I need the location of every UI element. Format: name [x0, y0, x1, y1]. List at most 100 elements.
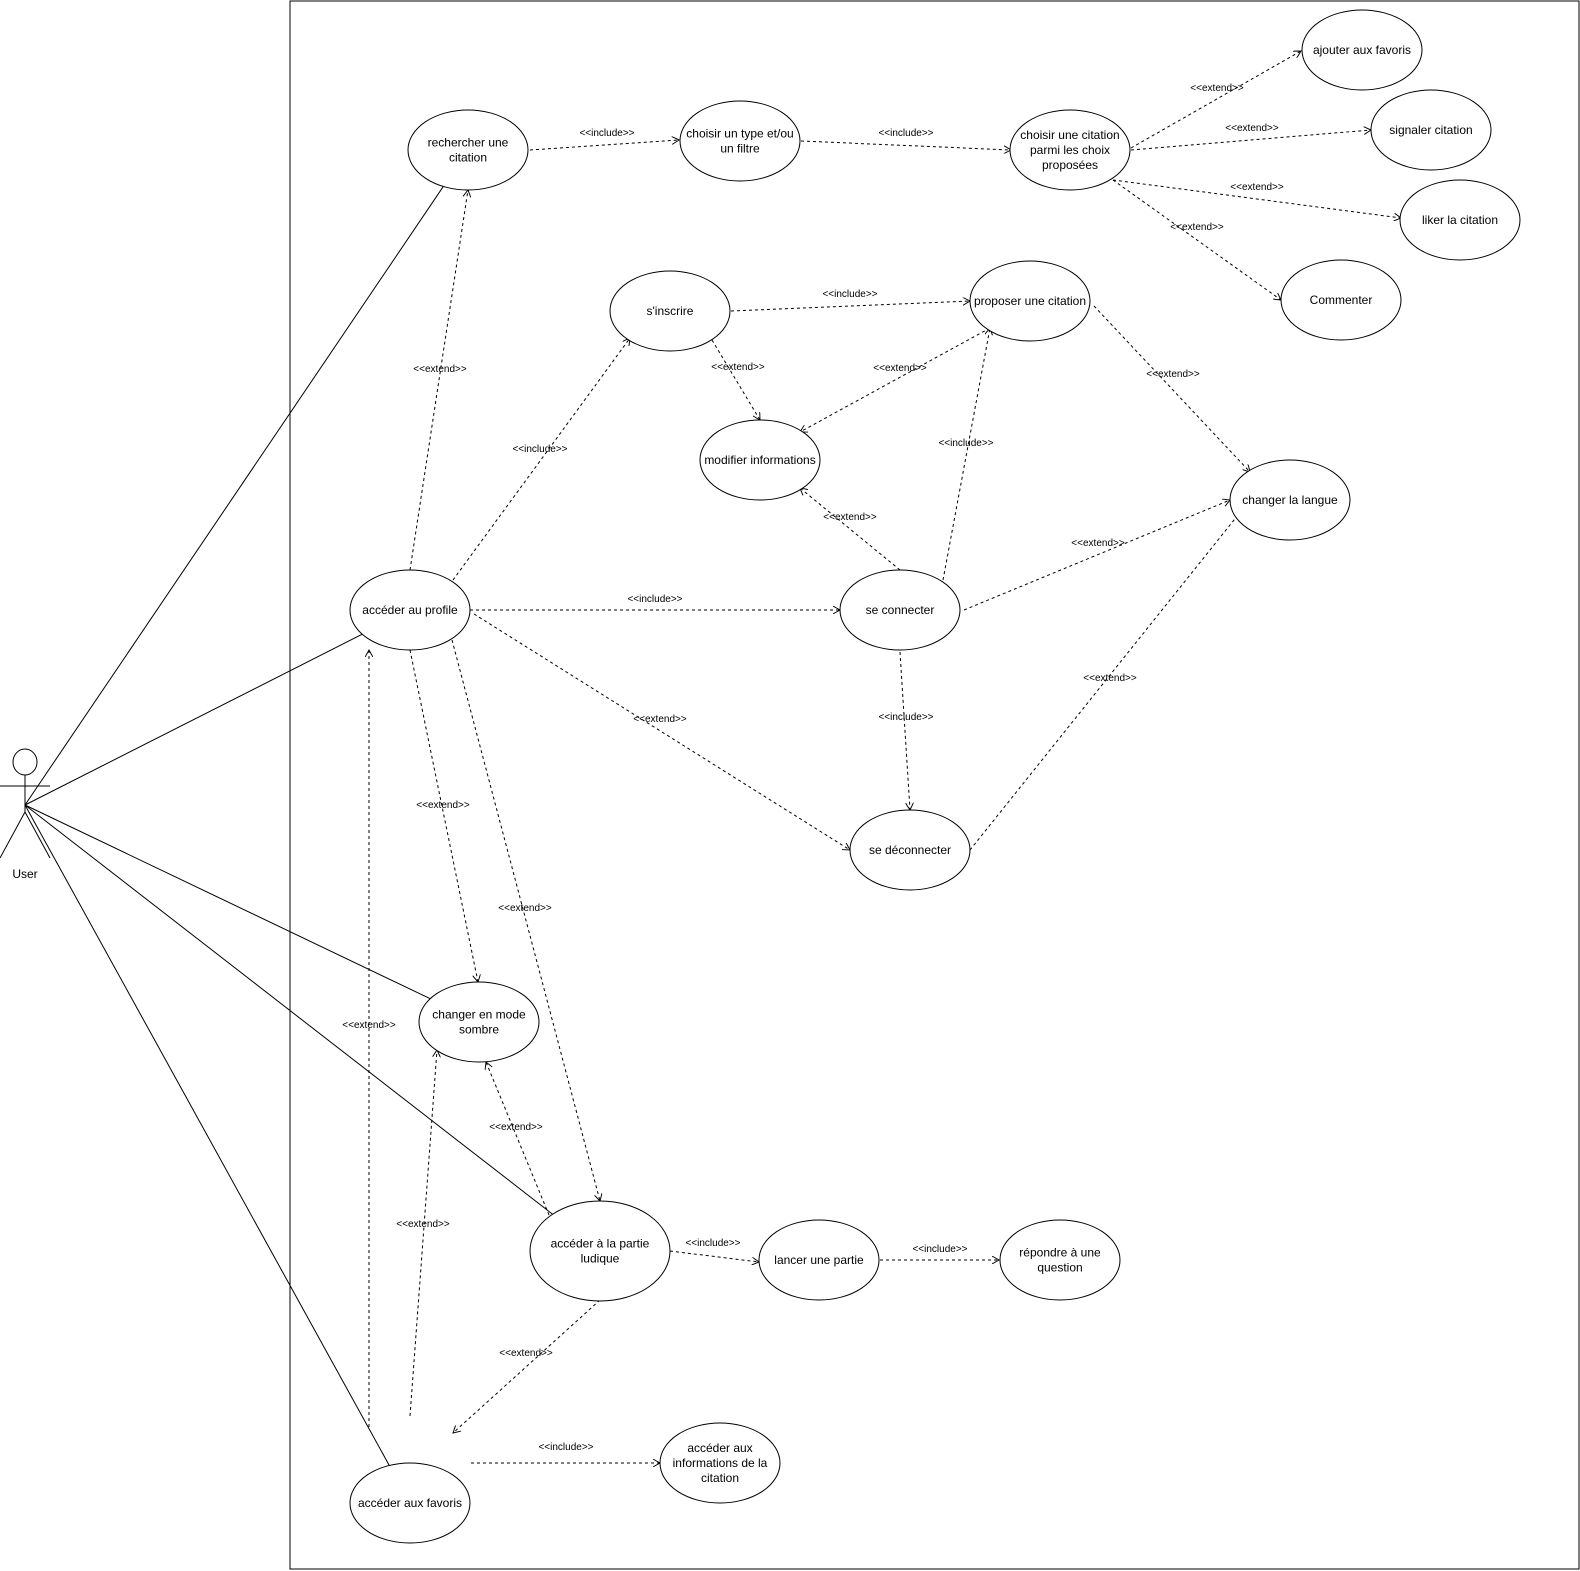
use-case-ellipse: [349, 1462, 471, 1544]
extend-label-profile-to-sombre: <<extend>>: [416, 800, 470, 811]
use-case-commenter[interactable]: Commenter: [1280, 259, 1402, 341]
use-case-label: modifier informations: [704, 453, 815, 467]
extend-arrow-connecter-to-modifier[interactable]: [800, 488, 901, 571]
include-label-inscrire-to-proposer: <<include>>: [822, 289, 877, 300]
extend-arrow-inscrire-to-modifier[interactable]: [711, 339, 760, 420]
extend-label-inscrire-to-modifier: <<extend>>: [711, 362, 765, 373]
include-arrow-connecter-to-proposer[interactable]: [942, 328, 990, 581]
use-case-label: citation: [449, 151, 487, 165]
use-case-ellipse: [999, 1219, 1121, 1301]
include-arrow-profile-to-inscrire[interactable]: [452, 338, 630, 581]
use-case-label: changer la langue: [1242, 493, 1338, 507]
use-case-lancer[interactable]: lancer une partie: [758, 1219, 880, 1301]
use-case-label: question: [1037, 1261, 1082, 1275]
use-case-label: changer en mode: [432, 1008, 526, 1022]
extend-label-connecter-to-modifier: <<extend>>: [823, 512, 877, 523]
association-layer: [24, 186, 553, 1466]
use-case-label: sombre: [459, 1023, 499, 1037]
include-arrow-choisir-type-to-choisir-citation[interactable]: [800, 140, 1011, 150]
use-case-label: signaler citation: [1389, 123, 1472, 137]
extend-arrow-favoris-to-sombre[interactable]: [409, 1050, 437, 1417]
extend-label-ludique-to-sombre: <<extend>>: [489, 1122, 543, 1133]
use-case-label: ludique: [581, 1252, 620, 1266]
extend-arrow-profile-to-sombre[interactable]: [409, 649, 478, 982]
use-case-proposer[interactable]: proposer une citation: [969, 260, 1091, 342]
use-case-ellipse: [659, 1422, 781, 1504]
use-case-label: rechercher une: [428, 136, 509, 150]
include-label-profile-to-inscrire: <<include>>: [512, 444, 567, 455]
use-case-label: parmi les choix: [1030, 143, 1110, 157]
include-label-favoris-to-infos: <<include>>: [538, 1442, 593, 1453]
extend-label-profile-to-deconnecter: <<extend>>: [633, 714, 687, 725]
extend-arrow-profile-to-ludique[interactable]: [451, 639, 600, 1201]
extend-label-choisir-citation-to-liker: <<extend>>: [1230, 182, 1284, 193]
extend-arrow-deconnecter-to-langue[interactable]: [969, 500, 1250, 851]
extend-label-proposer-to-langue: <<extend>>: [1146, 369, 1200, 380]
use-case-liker[interactable]: liker la citation: [1399, 179, 1521, 261]
use-case-ellipse: [1009, 109, 1131, 191]
use-case-ellipse: [679, 100, 801, 182]
extend-arrow-choisir-citation-to-ajouter-favoris[interactable]: [1130, 51, 1301, 149]
extend-label-profile-to-ludique: <<extend>>: [498, 903, 552, 914]
extend-arrow-ludique-to-sombre[interactable]: [486, 1062, 550, 1216]
include-arrow-connecter-to-deconnecter[interactable]: [899, 651, 910, 810]
extend-arrow-choisir-citation-to-liker[interactable]: [1112, 179, 1401, 218]
use-case-ellipse: [609, 270, 731, 352]
include-arrow-ludique-to-lancer[interactable]: [669, 1250, 759, 1262]
use-case-label: un filtre: [720, 142, 760, 156]
use-case-ellipse: [699, 419, 821, 501]
include-label-ludique-to-lancer: <<include>>: [685, 1238, 740, 1249]
extend-arrow-connecter-to-langue[interactable]: [963, 500, 1230, 611]
use-case-label: proposées: [1042, 158, 1098, 172]
use-case-deconnecter[interactable]: se déconnecter: [849, 809, 971, 891]
association-line-profile: [24, 633, 363, 806]
use-case-label: choisir une citation: [1020, 128, 1119, 142]
use-case-ellipse: [407, 109, 529, 191]
relation-layer: <<include>> <<include>> <<extend>> <<extend…: [342, 51, 1401, 1463]
include-label-choisir-type-to-choisir-citation: <<include>>: [878, 128, 933, 139]
use-case-ellipse: [969, 260, 1091, 342]
stick-figure-actor-icon: [0, 748, 51, 859]
include-arrow-inscrire-to-proposer[interactable]: [730, 301, 970, 312]
use-case-modifier[interactable]: modifier informations: [699, 419, 821, 501]
include-arrow-rechercher-to-choisir-type[interactable]: [529, 140, 679, 151]
use-case-favoris[interactable]: accéder aux favoris: [349, 1462, 471, 1544]
use-case-ajouter-favoris[interactable]: ajouter aux favoris: [1301, 9, 1423, 91]
extend-arrow-choisir-citation-to-commenter[interactable]: [1112, 179, 1281, 300]
extend-label-proposer-to-modifier: <<extend>>: [873, 363, 927, 374]
extend-arrow-proposer-to-modifier[interactable]: [800, 327, 991, 432]
use-case-profile[interactable]: accéder au profile: [349, 569, 471, 651]
include-label-connecter-to-deconnecter: <<include>>: [878, 712, 933, 723]
extend-label-choisir-citation-to-signaler: <<extend>>: [1225, 123, 1279, 134]
use-case-signaler[interactable]: signaler citation: [1370, 89, 1492, 171]
extend-arrow-ludique-to-favoris[interactable]: [453, 1299, 601, 1433]
use-case-ellipse: [1399, 179, 1521, 261]
actor-user[interactable]: User: [0, 748, 51, 881]
use-case-connecter[interactable]: se connecter: [839, 569, 961, 651]
use-case-inscrire[interactable]: s'inscrire: [609, 270, 731, 352]
extend-arrow-choisir-citation-to-signaler[interactable]: [1130, 130, 1371, 151]
use-case-ellipse: [849, 809, 971, 891]
use-case-label: lancer une partie: [774, 1253, 864, 1267]
association-line-ludique: [24, 804, 553, 1215]
extend-arrow-proposer-to-langue[interactable]: [1093, 305, 1250, 472]
use-case-ellipse: [839, 569, 961, 651]
system-boundary: [289, 0, 1580, 1570]
extend-label-choisir-citation-to-ajouter-favoris: <<extend>>: [1190, 83, 1244, 94]
extend-arrow-profile-to-deconnecter[interactable]: [473, 613, 850, 850]
association-line-favoris: [24, 804, 390, 1466]
extend-label-deconnecter-to-langue: <<extend>>: [1083, 673, 1137, 684]
use-case-langue[interactable]: changer la langue: [1229, 459, 1351, 541]
use-case-label: informations de la: [673, 1456, 768, 1470]
extend-arrow-profile-to-rechercher[interactable]: [409, 190, 468, 571]
use-case-label: répondre à une: [1019, 1246, 1101, 1260]
